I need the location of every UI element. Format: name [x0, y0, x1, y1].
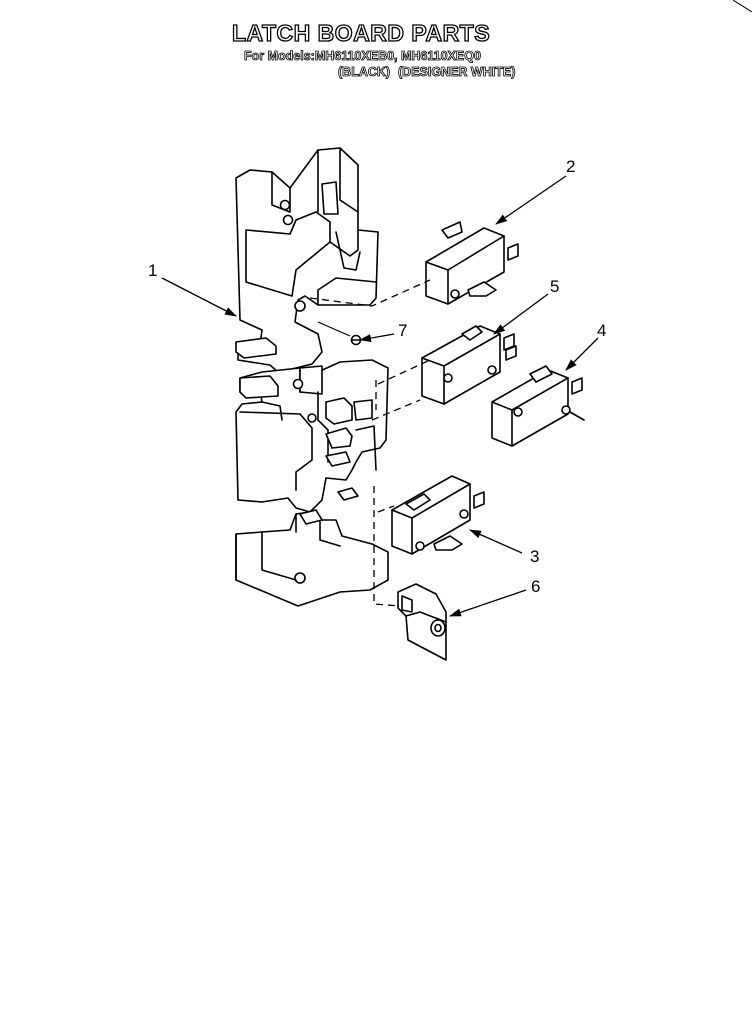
screw-part-7	[317, 321, 362, 346]
latch-board-bracket	[235, 147, 389, 607]
callout-4: 4	[597, 321, 607, 340]
callout-6: 6	[531, 577, 541, 596]
callout-leaders	[161, 175, 599, 617]
leader-6	[449, 589, 527, 617]
corner-mark	[733, 0, 752, 12]
callout-1: 1	[148, 261, 158, 280]
callout-7: 7	[398, 321, 408, 340]
callout-2: 2	[566, 157, 576, 176]
callout-5: 5	[550, 277, 560, 296]
callout-3: 3	[530, 547, 540, 566]
leader-4	[565, 337, 599, 371]
leader-3	[469, 529, 523, 554]
models-line: For Models:MH6110XEB0, MH6110XEQ0	[244, 49, 482, 64]
assembly-dash-lines	[309, 279, 431, 607]
diagram-title: LATCH BOARD PARTS	[231, 19, 491, 46]
leader-2	[495, 175, 567, 225]
leader-7	[359, 333, 395, 343]
switch-part-2	[425, 221, 519, 305]
actuator-lever-part-6	[397, 583, 447, 661]
color-label-white: (DESIGNER WHITE)	[398, 65, 516, 80]
switch-part-3	[391, 475, 485, 555]
color-label-black: (BLACK)	[338, 65, 391, 80]
leader-5	[493, 293, 549, 335]
switch-part-5	[421, 325, 517, 405]
switch-part-4	[491, 365, 585, 447]
leader-1	[161, 277, 237, 317]
